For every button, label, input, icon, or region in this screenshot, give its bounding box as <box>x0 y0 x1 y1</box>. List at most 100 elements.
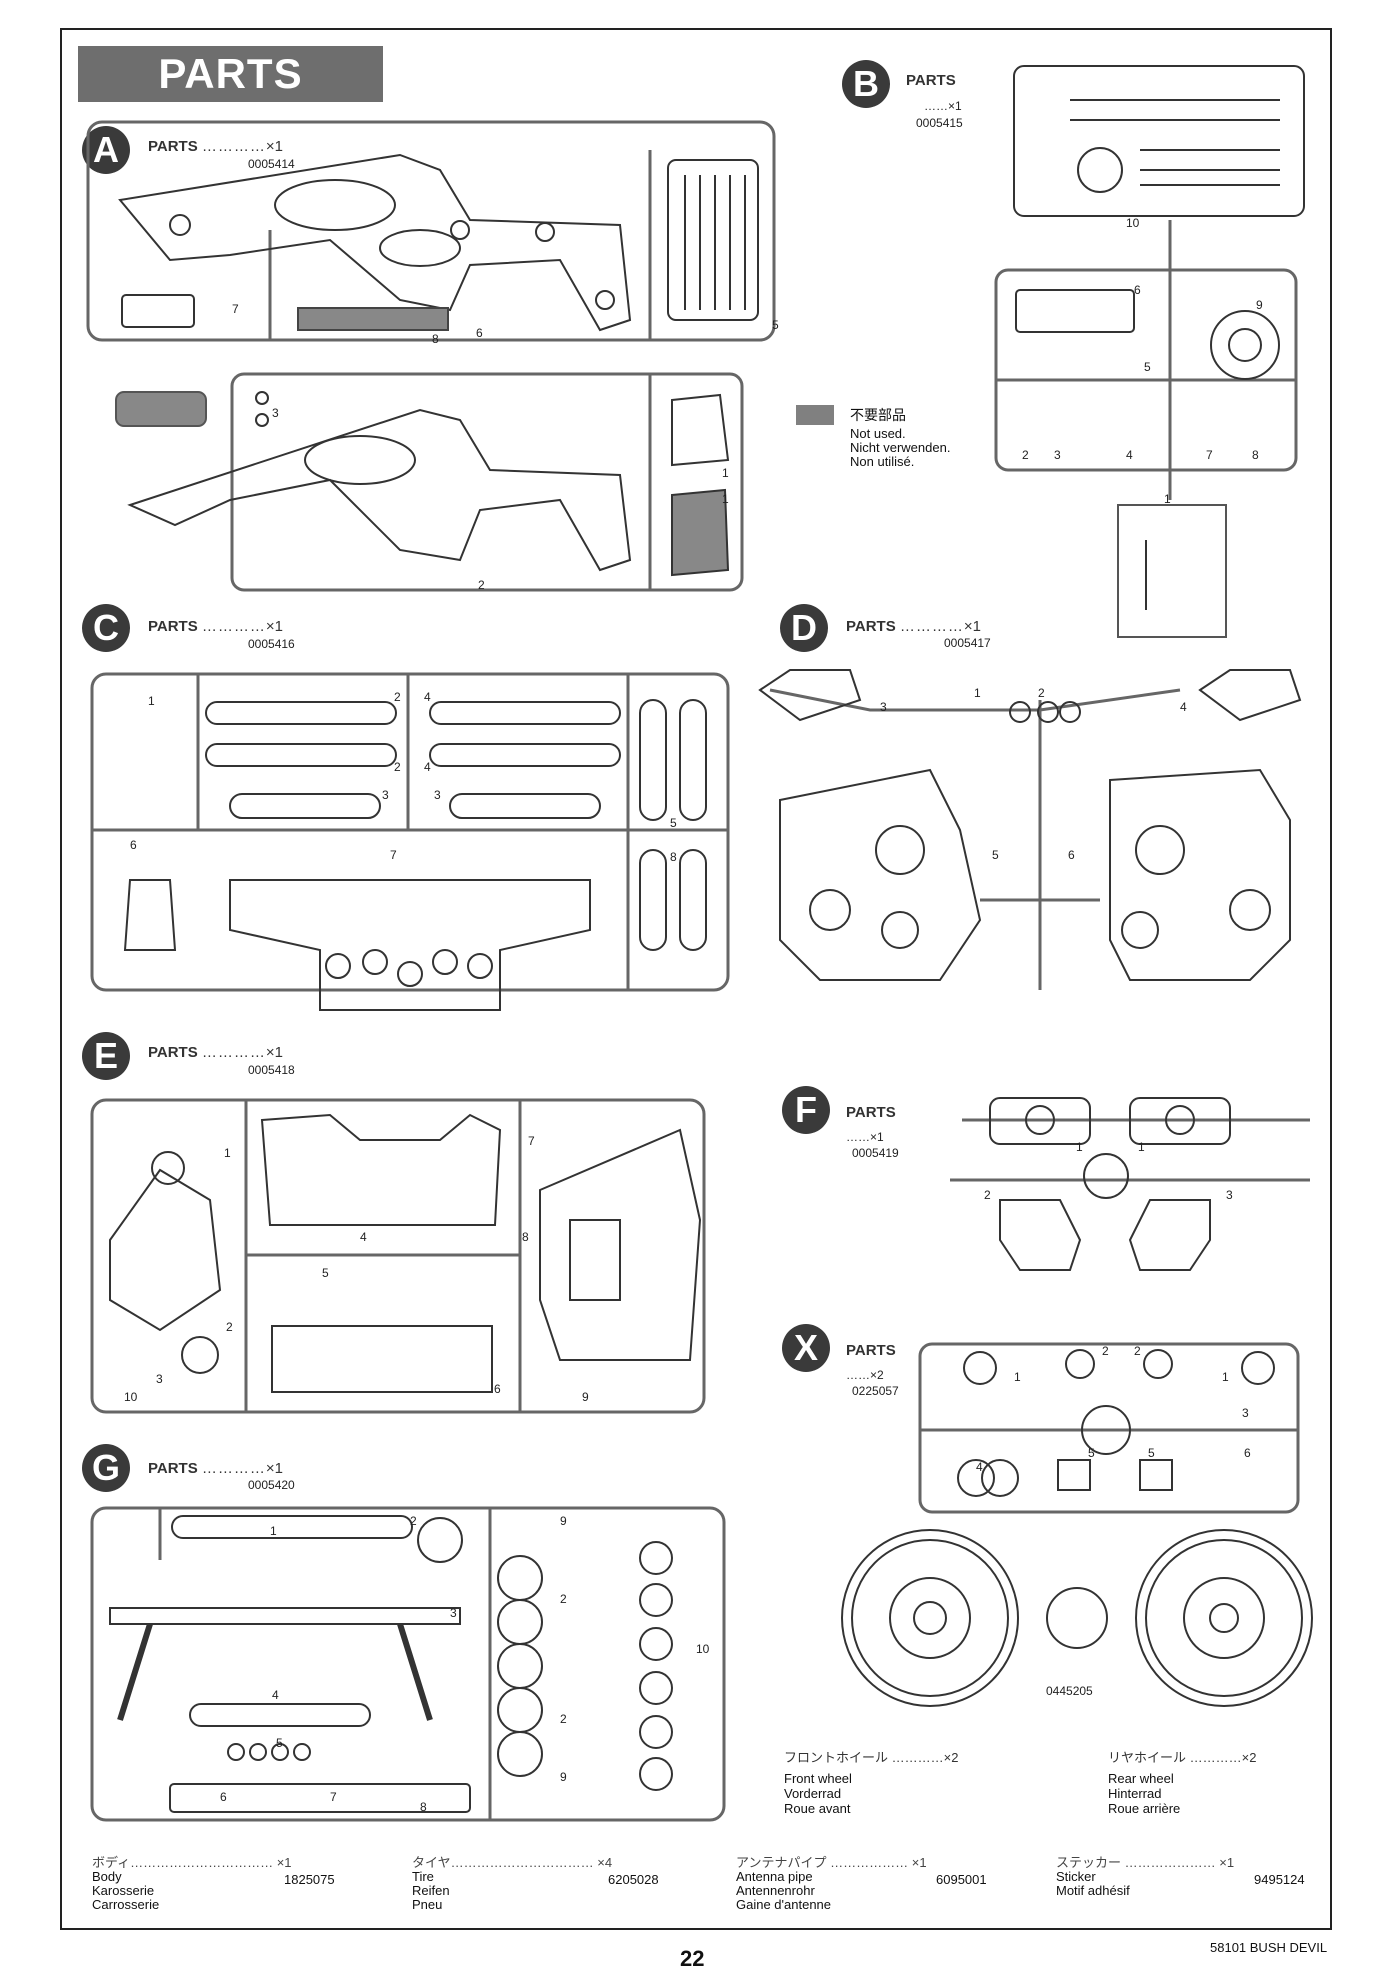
parts-e-label: PARTS …………×1 <box>148 1044 284 1061</box>
part-number: 5 <box>992 848 999 862</box>
part-number: 4 <box>424 690 431 704</box>
part-number: 1 <box>1222 1370 1229 1384</box>
part-number: 7 <box>390 848 397 862</box>
part-number: 1 <box>1076 1140 1083 1154</box>
page-title: PARTS <box>78 46 383 102</box>
footer-item-body: ボディ…………………………… ×1 Body Karosserie Carros… <box>92 1855 292 1912</box>
part-number: 3 <box>382 788 389 802</box>
footer-code-sticker: 9495124 <box>1254 1872 1305 1887</box>
part-number: 7 <box>528 1134 535 1148</box>
part-number: 4 <box>1126 448 1133 462</box>
wheel-code: 0445205 <box>1046 1684 1093 1698</box>
parts-f-code: 0005419 <box>852 1146 899 1160</box>
part-number: 10 <box>124 1390 138 1404</box>
part-number: 2 <box>394 690 401 704</box>
part-number: 2 <box>1102 1344 1109 1358</box>
part-number: 8 <box>432 332 439 346</box>
part-number: 1 <box>1014 1370 1021 1384</box>
legend-lines: Not used. Nicht verwenden. Non utilisé. <box>850 426 951 469</box>
parts-a-code: 0005414 <box>248 157 295 171</box>
sprue-x <box>918 1342 1300 1514</box>
sprue-f <box>950 1097 1310 1271</box>
part-number: 2 <box>984 1188 991 1202</box>
part-number: 2 <box>226 1320 233 1334</box>
sprue-b <box>994 65 1305 638</box>
part-number: 7 <box>232 302 239 316</box>
part-number: 7 <box>1206 448 1213 462</box>
part-number: 9 <box>560 1514 567 1528</box>
part-number: 3 <box>272 406 279 420</box>
part-number: 5 <box>1088 1446 1095 1460</box>
part-number: 5 <box>670 816 677 830</box>
parts-f-qty: ……×1 <box>846 1130 884 1144</box>
part-number: 6 <box>1244 1446 1251 1460</box>
part-number: 2 <box>394 760 401 774</box>
part-number: 6 <box>494 1382 501 1396</box>
parts-b-code: 0005415 <box>916 116 963 130</box>
part-number: 5 <box>276 1736 283 1750</box>
sprue-e <box>90 1098 706 1414</box>
part-number: 2 <box>410 1514 417 1528</box>
part-number: 1 <box>722 492 729 506</box>
part-number: 3 <box>1242 1406 1249 1420</box>
parts-x-qty: ……×2 <box>846 1368 884 1382</box>
part-number: 3 <box>1054 448 1061 462</box>
parts-c-badge: C <box>82 604 130 652</box>
part-number: 2 <box>560 1712 567 1726</box>
part-number: 10 <box>1126 216 1140 230</box>
rear-wheel-label: リヤホイール …………×2 Rear wheel Hinterrad Roue … <box>1108 1750 1257 1816</box>
sprue-a-top <box>86 120 776 342</box>
parts-x-badge: X <box>782 1324 830 1372</box>
parts-c-code: 0005416 <box>248 637 295 651</box>
part-number: 5 <box>322 1266 329 1280</box>
parts-g-label: PARTS …………×1 <box>148 1460 284 1477</box>
part-number: 3 <box>434 788 441 802</box>
part-number: 3 <box>1226 1188 1233 1202</box>
parts-b-label: PARTS <box>906 72 956 89</box>
part-number: 4 <box>976 1460 983 1474</box>
part-number: 1 <box>974 686 981 700</box>
footer-code-tire: 6205028 <box>608 1872 659 1887</box>
wheels-drawing <box>841 1529 1313 1707</box>
parts-d-badge: D <box>780 604 828 652</box>
part-number: 4 <box>1180 700 1187 714</box>
sprue-c <box>90 672 730 1011</box>
parts-b-qty: ……×1 <box>924 99 962 113</box>
part-number: 5 <box>772 318 779 332</box>
parts-g-badge: G <box>82 1444 130 1492</box>
part-number: 10 <box>696 1642 710 1656</box>
part-number: 2 <box>560 1592 567 1606</box>
part-number: 1 <box>270 1524 277 1538</box>
part-number: 8 <box>420 1800 427 1814</box>
part-number: 9 <box>582 1390 589 1404</box>
parts-d-code: 0005417 <box>944 636 991 650</box>
part-number: 9 <box>1256 298 1263 312</box>
footer-item-antenna: アンテナパイプ ……………… ×1 Antenna pipe Antennenr… <box>736 1855 927 1912</box>
parts-e-badge: E <box>82 1032 130 1080</box>
footer-code-body: 1825075 <box>284 1872 335 1887</box>
sprue-d <box>758 669 1302 990</box>
footer-item-sticker: ステッカー ………………… ×1 Sticker Motif adhésif <box>1056 1855 1235 1898</box>
part-number: 1 <box>148 694 155 708</box>
part-number: 1 <box>722 466 729 480</box>
part-number: 6 <box>1068 848 1075 862</box>
part-number: 3 <box>450 1606 457 1620</box>
parts-b-badge: B <box>842 60 890 108</box>
part-number: 5 <box>1144 360 1151 374</box>
page-number: 22 <box>680 1946 705 1971</box>
part-number: 1 <box>1138 1140 1145 1154</box>
part-number: 2 <box>1038 686 1045 700</box>
part-number: 2 <box>1134 1344 1141 1358</box>
parts-a-badge: A <box>82 126 130 174</box>
part-number: 9 <box>560 1770 567 1784</box>
page-frame <box>60 28 1332 1930</box>
part-number: 4 <box>424 760 431 774</box>
part-number: 6 <box>1134 283 1141 297</box>
sprue-a-bottom <box>115 372 744 592</box>
model-name: 58101 BUSH DEVIL <box>1210 1940 1328 1955</box>
part-number: 3 <box>156 1372 163 1386</box>
part-number: 4 <box>360 1230 367 1244</box>
parts-d-label: PARTS …………×1 <box>846 618 982 635</box>
part-number: 5 <box>1148 1446 1155 1460</box>
